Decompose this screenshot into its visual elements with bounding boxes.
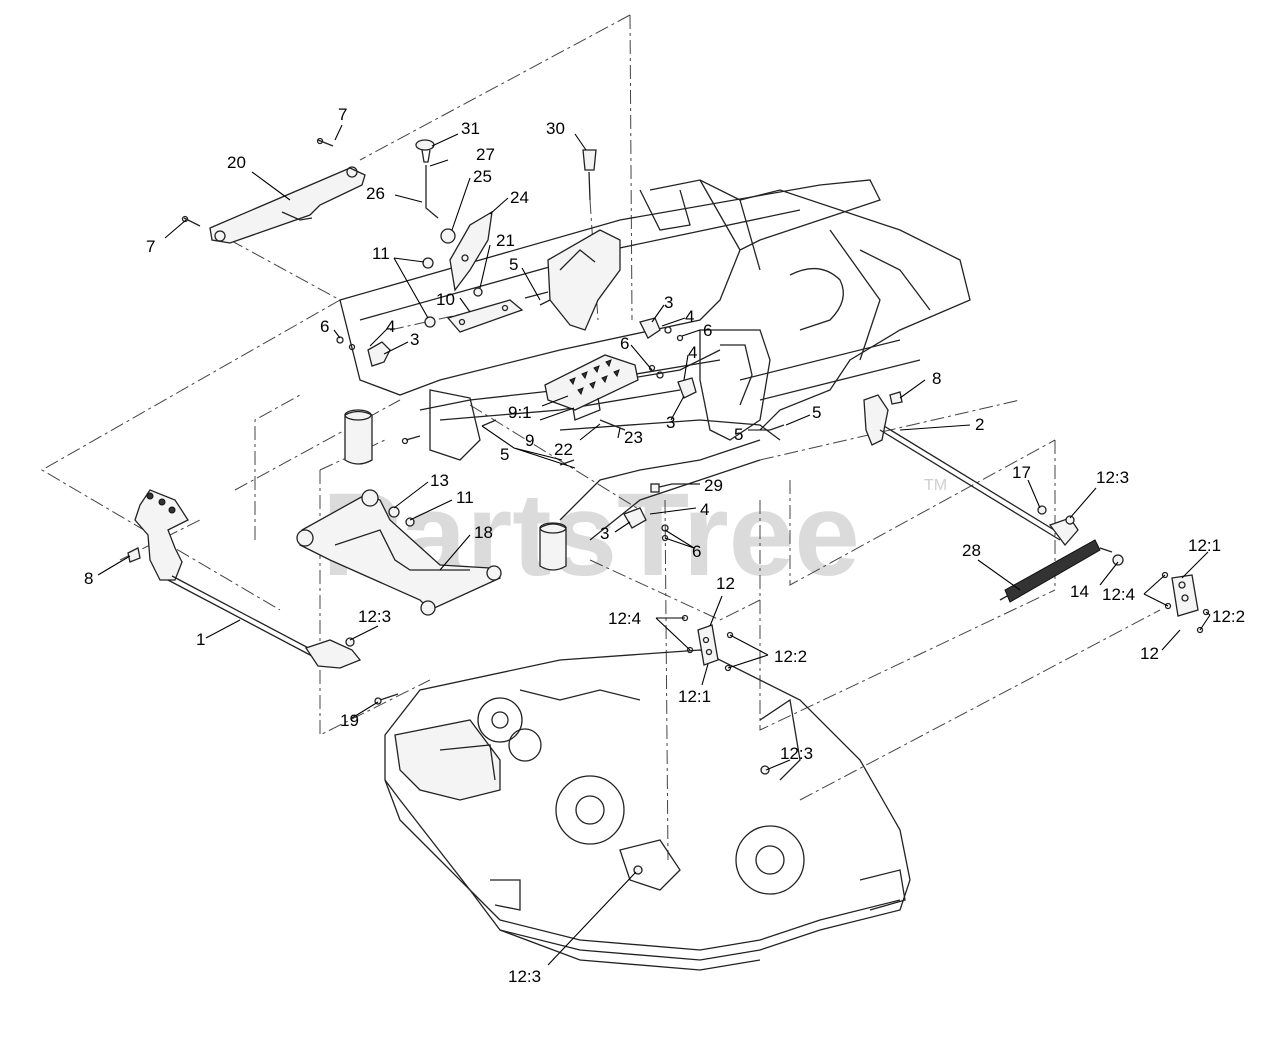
mower-deck — [384, 649, 911, 971]
link-bracket-middle — [681, 614, 734, 672]
callout-label: 12:2 — [1212, 607, 1245, 626]
link-bracket-right — [1161, 571, 1210, 634]
lift-lever-left — [127, 489, 189, 581]
callout-label: 5 — [734, 425, 743, 444]
lift-link — [296, 489, 502, 616]
callout-label: 11 — [372, 244, 390, 263]
bolt-29 — [650, 483, 690, 493]
callout-label: 8 — [84, 569, 93, 588]
callout-label: 22 — [554, 440, 573, 459]
callout-label: 12:2 — [774, 647, 807, 666]
dashed-guide-lines — [41, 14, 1161, 861]
callout-label: 6 — [320, 317, 329, 336]
callout-label: 1 — [196, 630, 205, 649]
callout-label: 12:3 — [1096, 468, 1129, 487]
callout-label: 9:1 — [508, 403, 532, 422]
callout-label: 4 — [700, 500, 709, 519]
callout-label: 4 — [688, 343, 697, 362]
callout-label: 30 — [546, 119, 565, 138]
spring — [999, 539, 1124, 603]
clamp-upper-left — [336, 336, 391, 367]
bolts-5 — [401, 299, 785, 466]
pin-upper — [316, 137, 334, 147]
callout-label: 3 — [666, 413, 675, 432]
callout-label: 27 — [476, 145, 495, 164]
callout-label: 10 — [436, 290, 455, 309]
spacer-parts — [388, 506, 415, 527]
callout-label: 12:1 — [678, 687, 711, 706]
callout-label: 19 — [340, 711, 359, 730]
clamp-middle — [648, 364, 697, 399]
callout-label: 7 — [338, 105, 347, 124]
watermark-trademark: TM — [924, 477, 947, 494]
clamp-upper-right — [639, 317, 684, 342]
callout-label: 9 — [525, 431, 534, 450]
callout-label: 6 — [692, 542, 701, 561]
callout-label: 11 — [456, 488, 474, 507]
plate-pin — [599, 419, 626, 431]
callout-label: 5 — [500, 445, 509, 464]
control-knob — [582, 149, 597, 201]
control-housing — [524, 229, 621, 331]
callout-label: 14 — [1070, 582, 1089, 601]
callout-label: 12:1 — [1188, 536, 1221, 555]
callout-label: 12:4 — [608, 609, 641, 628]
callout-label: 3 — [600, 524, 609, 543]
knob-rod-assembly — [415, 139, 456, 244]
height-bracket — [446, 299, 524, 333]
callout-label: 29 — [704, 476, 723, 495]
callout-label: 20 — [227, 153, 246, 172]
callout-label: 4 — [386, 317, 395, 336]
callout-label: 5 — [812, 403, 821, 422]
lift-arm-bar — [209, 166, 366, 244]
callout-label: 21 — [496, 231, 515, 250]
callout-label: 17 — [1012, 463, 1031, 482]
callout-label: 18 — [474, 523, 493, 542]
callout-label: 12:4 — [1102, 585, 1135, 604]
callout-labels: 7 31 30 27 20 25 26 24 7 21 11 5 10 6 4 … — [84, 105, 1245, 986]
bolts-upper — [422, 257, 483, 328]
callout-label: 13 — [430, 471, 449, 490]
callout-label: 4 — [685, 307, 694, 326]
callout-label: 26 — [366, 184, 385, 203]
callout-label: 8 — [932, 369, 941, 388]
callout-label: 12:3 — [780, 744, 813, 763]
height-index-plate — [544, 354, 639, 421]
leader-lines — [97, 124, 1211, 966]
callout-label: 25 — [473, 167, 492, 186]
callout-label: 5 — [509, 255, 518, 274]
callout-label: 31 — [461, 119, 480, 138]
callout-label: 6 — [620, 334, 629, 353]
bolt-19 — [374, 693, 399, 705]
callout-label: 7 — [146, 237, 155, 256]
frame-pillar-right — [539, 523, 567, 571]
lift-shaft-left — [167, 575, 362, 669]
callout-label: 2 — [975, 415, 984, 434]
lift-shaft-right — [863, 391, 1079, 547]
callout-label: 28 — [962, 541, 981, 560]
callout-label: 6 — [703, 321, 712, 340]
callout-label: 23 — [624, 428, 643, 447]
callout-label: 12 — [1140, 644, 1159, 663]
callout-label: 12 — [716, 574, 735, 593]
callout-label: 3 — [664, 293, 673, 312]
callout-label: 3 — [410, 330, 419, 349]
callout-label: 24 — [510, 188, 529, 207]
clamp-lower — [623, 507, 669, 542]
callout-label: 12:3 — [508, 967, 541, 986]
callout-label: 12:3 — [358, 607, 391, 626]
frame-pillar-left — [344, 410, 373, 465]
mounting-plate — [449, 210, 493, 292]
